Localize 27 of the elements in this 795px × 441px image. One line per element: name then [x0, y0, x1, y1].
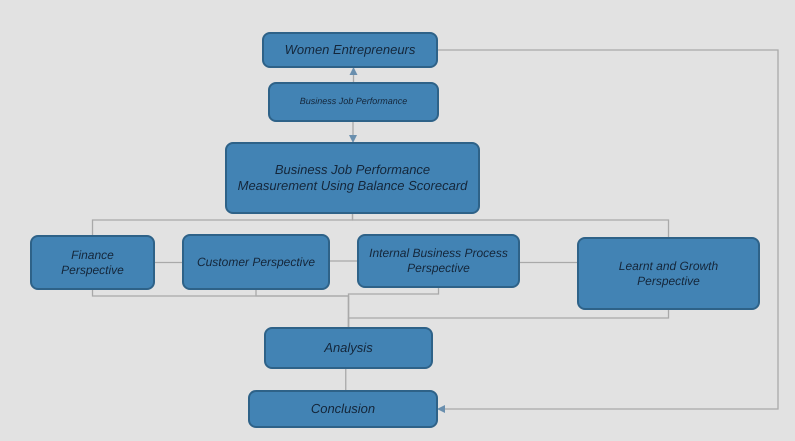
box-label: Business Job Performance: [300, 96, 408, 108]
box-label: Learnt and Growth Perspective: [618, 258, 720, 288]
process-box: [264, 327, 433, 369]
box-label: Finance Perspective: [60, 248, 125, 278]
box-label: Business Job Performance Measurement Using Balance Scorecard: [236, 162, 469, 194]
process-box: [262, 32, 438, 68]
arrow: [350, 67, 358, 82]
connector-line: [352, 214, 670, 237]
process-box: [248, 390, 438, 428]
connector-line: [155, 262, 182, 264]
connector-line: [330, 260, 357, 262]
connector-line: [345, 369, 346, 390]
box-label: Analysis: [324, 340, 373, 356]
process-box: [577, 237, 760, 310]
box-label: Conclusion: [310, 400, 376, 418]
process-box: [182, 234, 330, 290]
box-label: Women Entrepreneurs: [284, 42, 416, 58]
box-label: Customer Perspective: [196, 254, 316, 270]
process-box: [225, 142, 480, 214]
arrow: [349, 122, 357, 143]
process-box: [30, 235, 155, 290]
process-box: [268, 82, 439, 122]
process-box: [357, 234, 520, 288]
box-label: Internal Business Process Perspective: [368, 246, 509, 276]
connector-line: [348, 310, 670, 327]
arrow: [437, 49, 779, 413]
connector-line: [520, 262, 577, 264]
